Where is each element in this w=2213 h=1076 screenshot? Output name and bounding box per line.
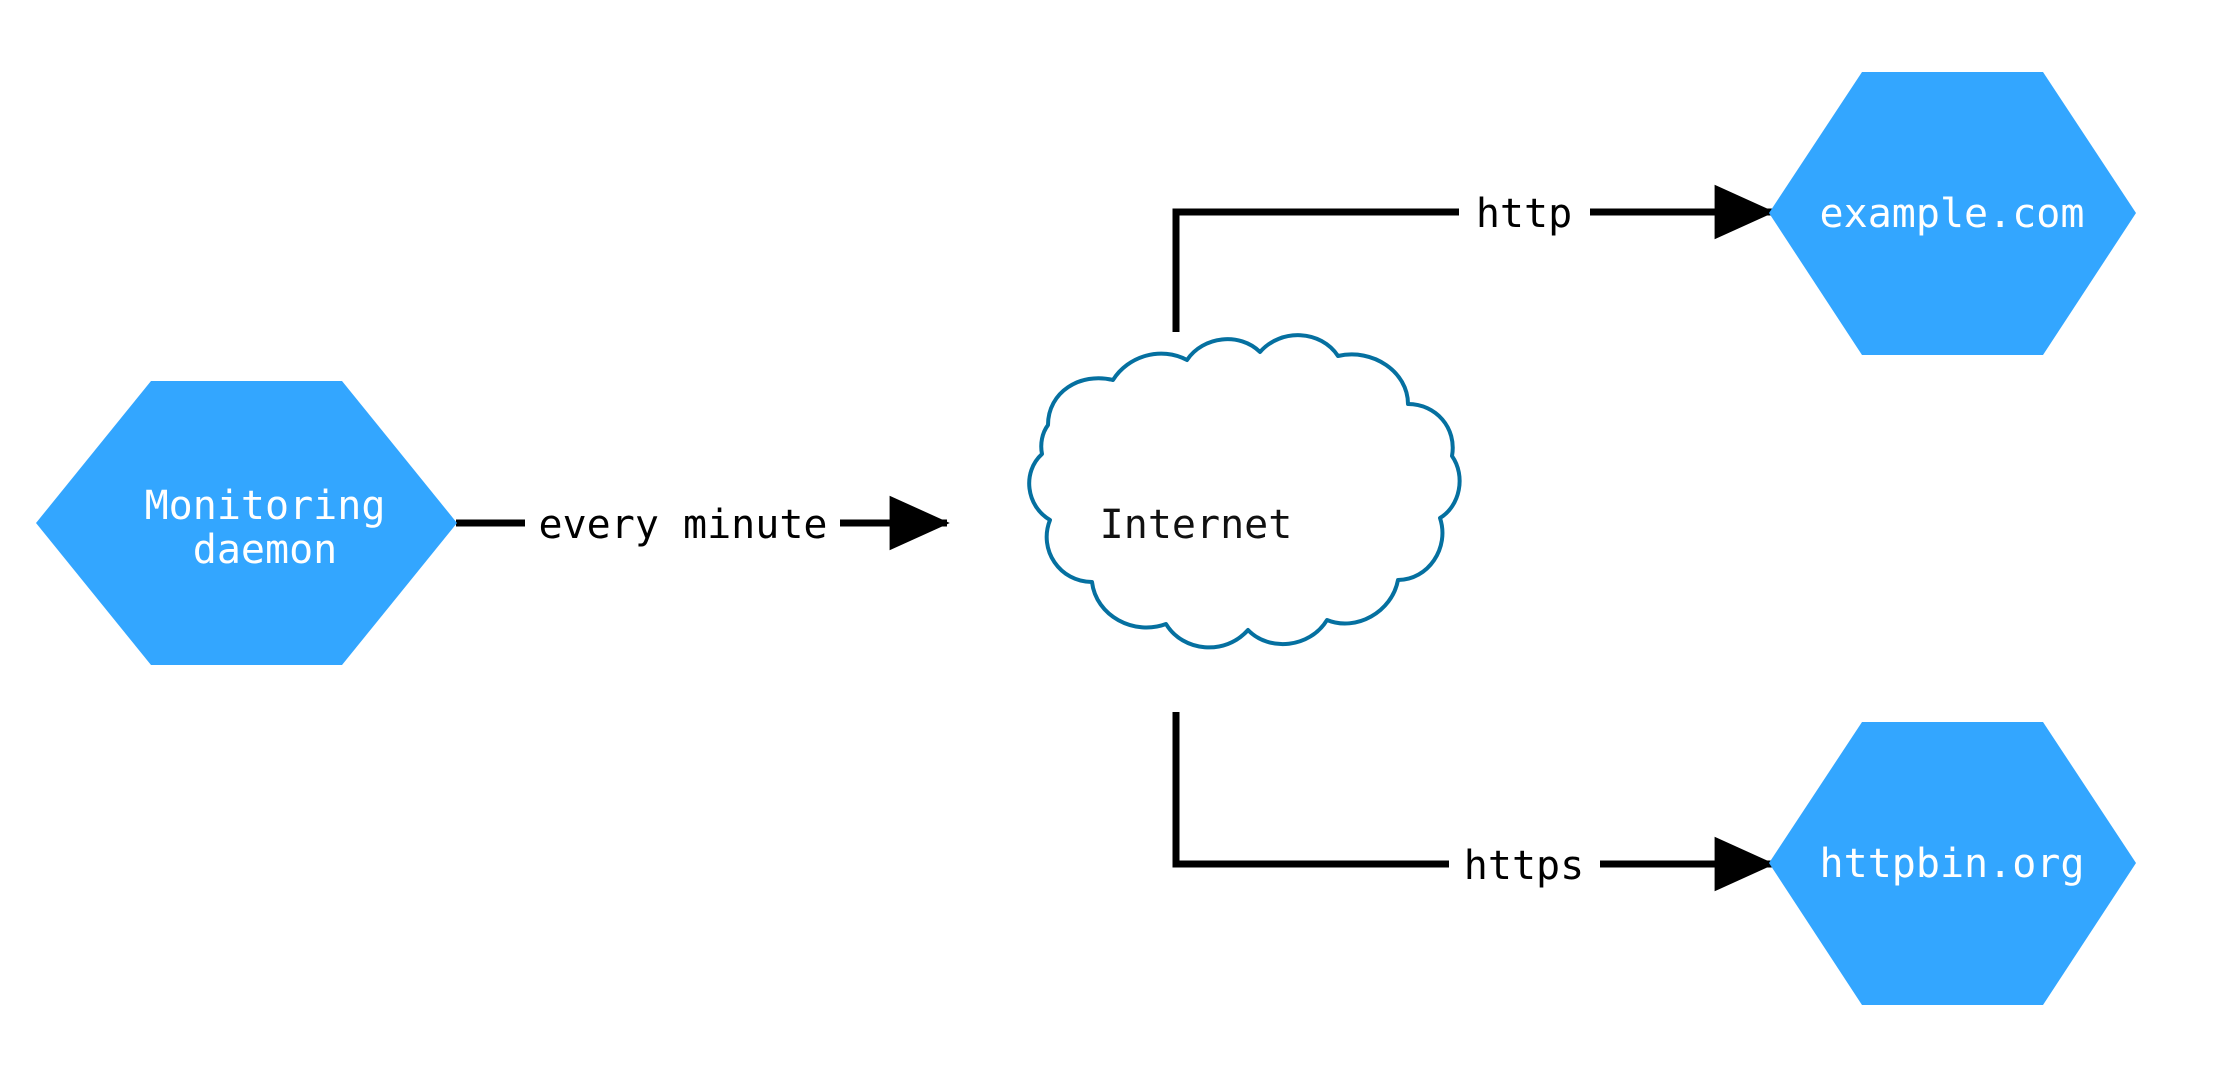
edge-segment-http-elbow <box>1172 208 1459 332</box>
monitoring-daemon-label-line1: Monitoring <box>145 483 386 529</box>
node-internet[interactable]: Internet <box>1027 333 1462 650</box>
internet-cloud-shape[interactable] <box>1027 333 1462 650</box>
httpbin-org-label: httpbin.org <box>1820 841 2085 887</box>
edge-segment-https-elbow <box>1172 712 1449 868</box>
monitoring-daemon-hexagon-shape[interactable] <box>36 381 457 665</box>
edge-daemon-to-internet: every minute <box>456 495 950 551</box>
monitoring-daemon-label-line2: daemon <box>193 527 338 573</box>
node-monitoring-daemon[interactable]: Monitoring daemon <box>36 381 457 665</box>
example-com-label: example.com <box>1820 191 2085 237</box>
example-com-hexagon-shape[interactable] <box>1769 72 2136 355</box>
node-example-com[interactable]: example.com <box>1769 72 2136 355</box>
edge-internet-to-httpbin: https <box>1172 712 1775 892</box>
internet-label: Internet <box>1100 502 1293 548</box>
edge-label-http: http <box>1476 191 1572 237</box>
edge-internet-to-example: http <box>1172 184 1775 332</box>
node-httpbin-org[interactable]: httpbin.org <box>1769 722 2136 1005</box>
httpbin-org-hexagon-shape[interactable] <box>1769 722 2136 1005</box>
edge-label-every-minute: every minute <box>539 502 828 548</box>
edge-label-https: https <box>1464 843 1584 889</box>
